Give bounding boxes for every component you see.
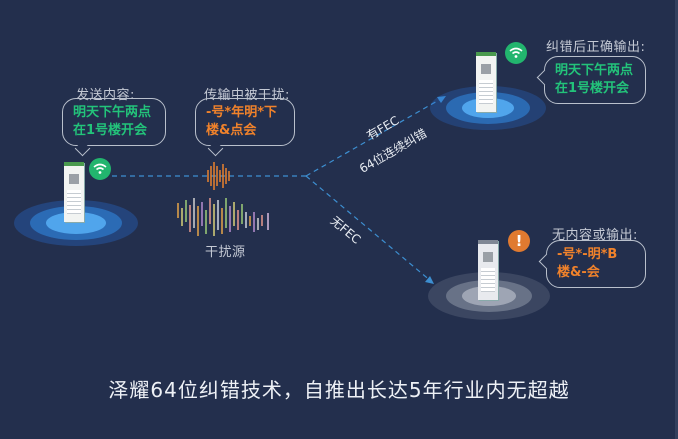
interference-label: 传输中被干扰:	[204, 88, 290, 103]
wifi-icon	[505, 42, 527, 64]
with-fec-message-line2: 在1号楼开会	[555, 81, 630, 96]
interference-message-bubble: -号*年明*下 楼&点会	[195, 98, 295, 146]
without-fec-output-bubble: -号*-明*B 楼&-会	[546, 240, 646, 288]
wifi-icon	[89, 158, 111, 180]
with-fec-message-line1: 明天下午两点	[555, 63, 634, 78]
without-fec-message-line2: 楼&-会	[557, 265, 600, 280]
warning-icon: !	[508, 230, 530, 252]
without-fec-message-line1: -号*-明*B	[557, 247, 618, 262]
with-fec-output-bubble: 明天下午两点 在1号楼开会	[544, 56, 646, 104]
sender-label: 发送内容:	[76, 88, 135, 103]
receiver-module-failed	[478, 240, 498, 300]
interference-source-bars	[177, 198, 269, 236]
sender-module	[64, 162, 84, 222]
without-fec-output-label: 无内容或输出:	[552, 228, 638, 243]
interference-message-line2: 楼&点会	[206, 123, 257, 138]
interference-wave	[207, 162, 230, 190]
caption: 泽耀64位纠错技术，自推出长达5年行业内无超越	[108, 378, 570, 402]
sender-message-line1: 明天下午两点	[73, 105, 152, 120]
right-border	[675, 0, 678, 439]
sender-message-line2: 在1号楼开会	[73, 123, 148, 138]
with-fec-output-label: 纠错后正确输出:	[546, 40, 646, 55]
interference-source-label: 干扰源	[205, 245, 246, 260]
receiver-module-ok	[476, 52, 496, 112]
sender-glow-inner	[46, 212, 106, 234]
sender-message-bubble: 明天下午两点 在1号楼开会	[62, 98, 166, 146]
interference-message-line1: -号*年明*下	[206, 105, 277, 120]
